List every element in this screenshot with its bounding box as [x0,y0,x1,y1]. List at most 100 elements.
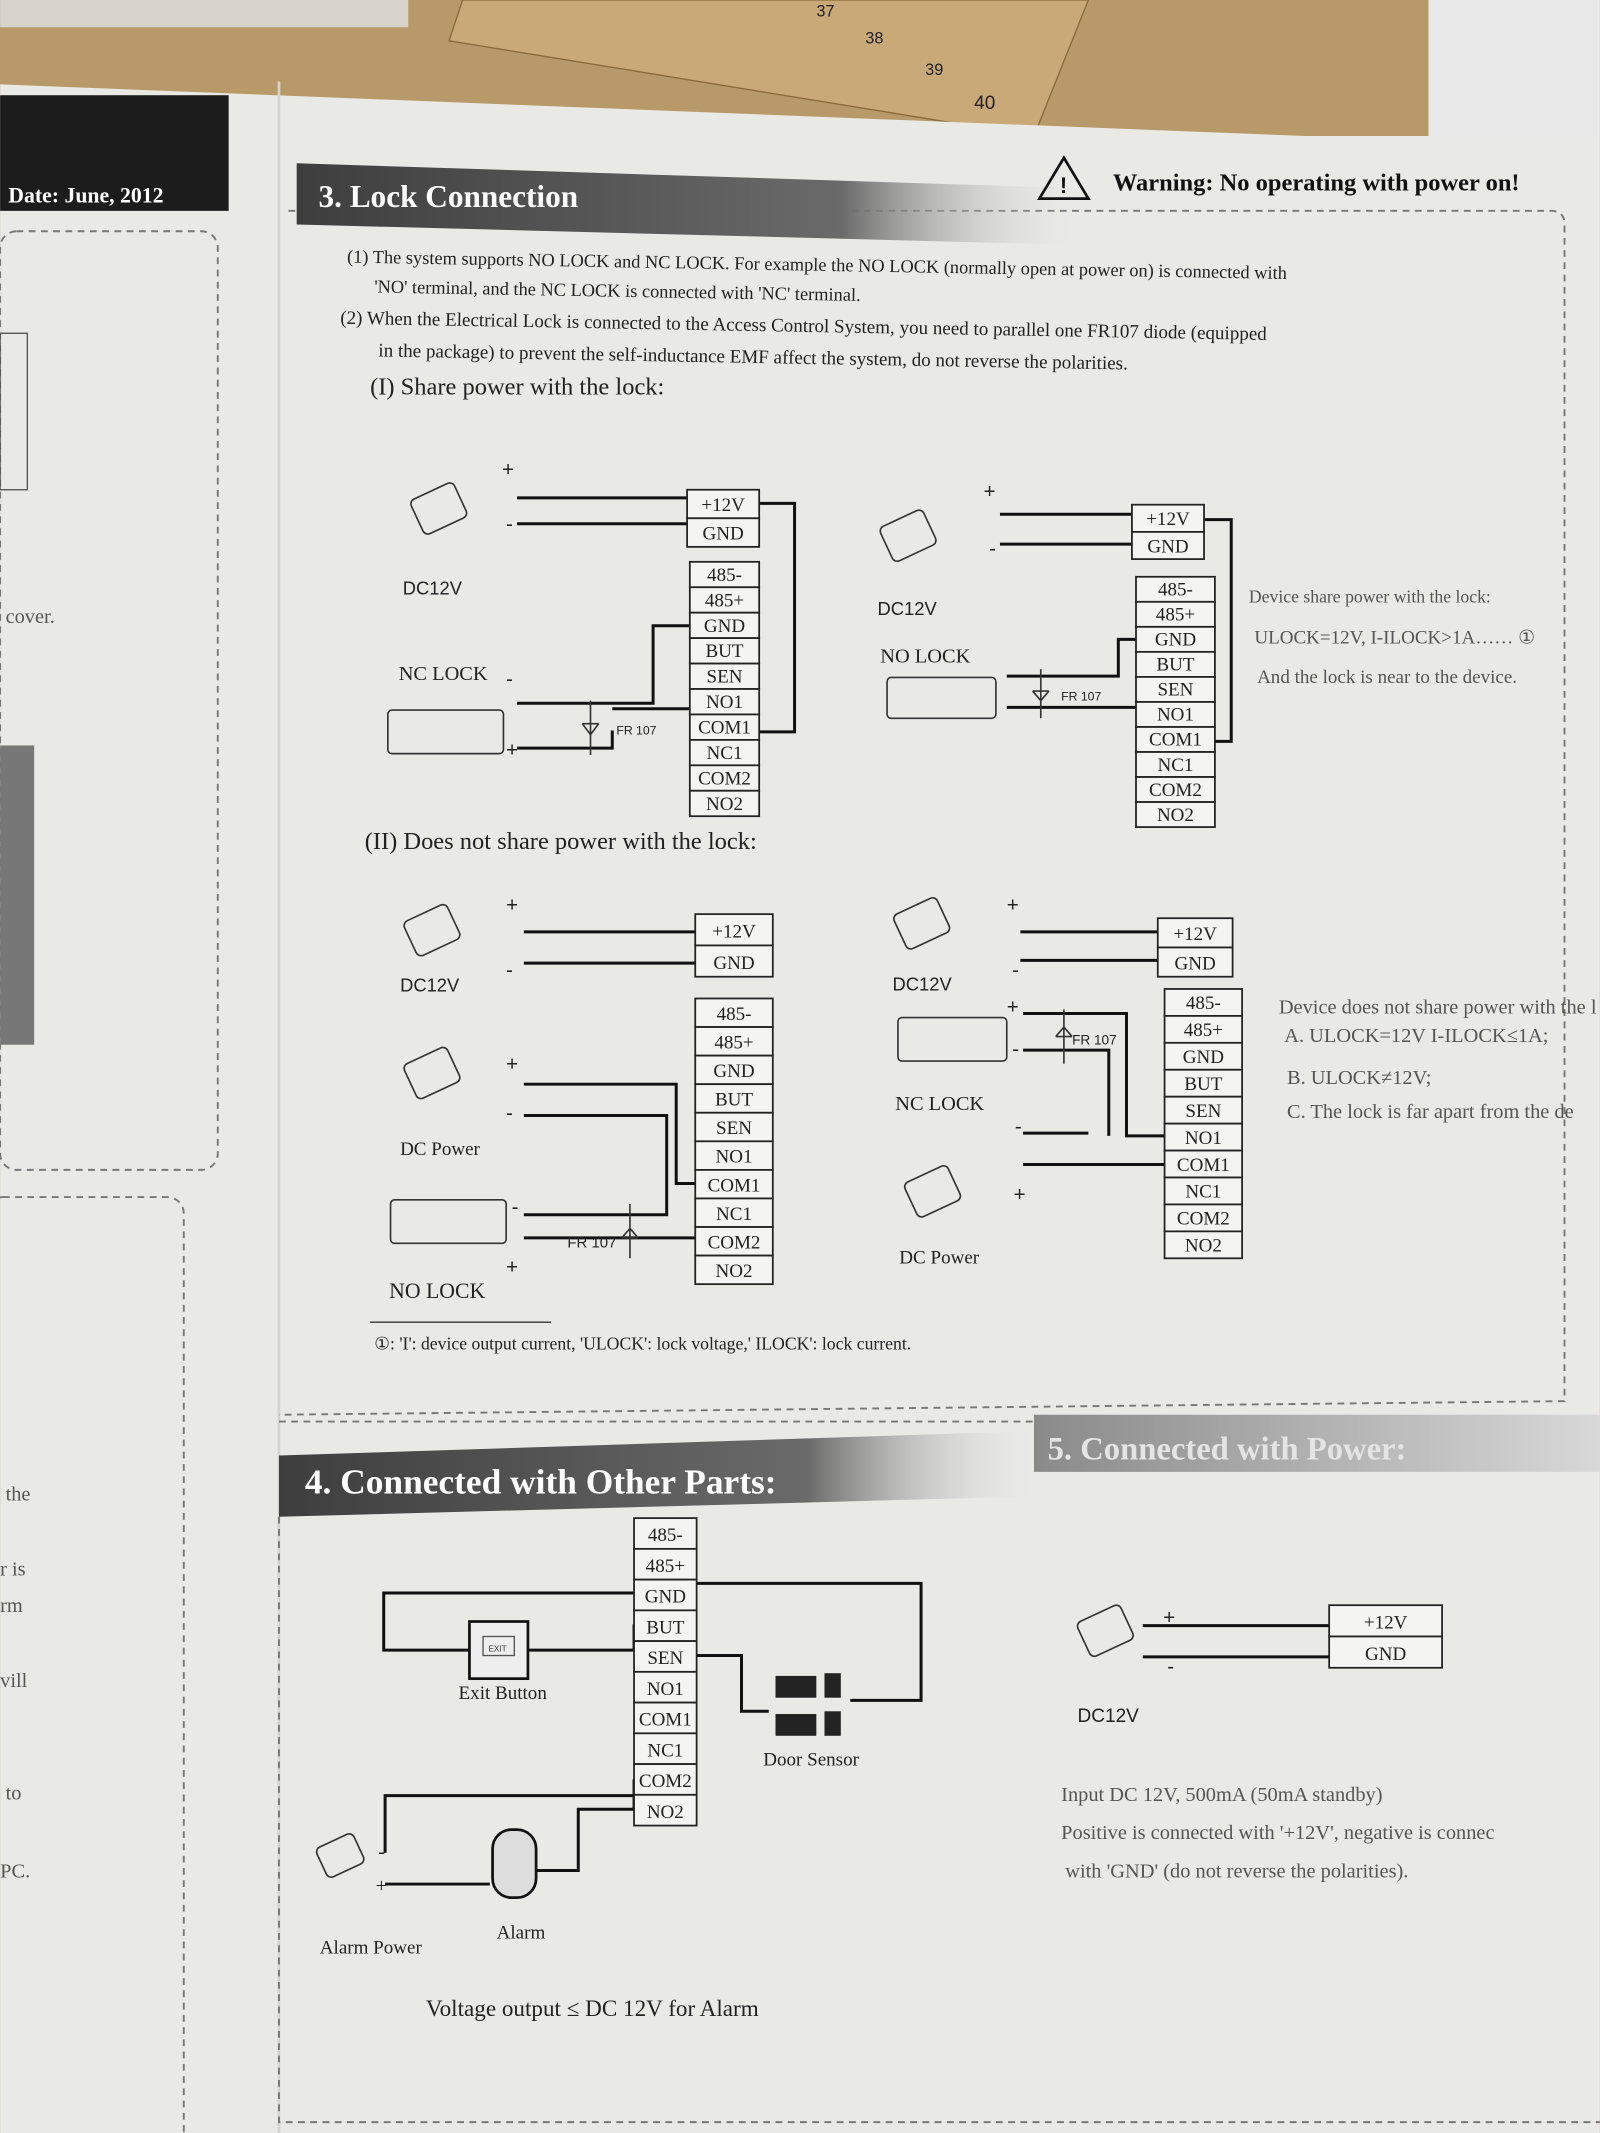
terminal-label: NO1 [716,1147,753,1168]
terminal-cell [694,1054,774,1086]
terminal-cell [1135,801,1216,828]
wires-diagram-d [1020,930,1165,1166]
label-no-lock: NO LOCK [389,1279,485,1303]
terminal-label: BUT [646,1617,684,1638]
terminal-label: COM1 [639,1710,692,1731]
terminal-label: GND [1147,536,1188,557]
svg-text:-: - [989,538,996,560]
terminal-label: 485- [1158,580,1193,601]
power-adapter-icon [893,897,951,950]
terminal-label: 485- [648,1525,683,1546]
svg-text:-: - [1012,1039,1019,1061]
terminal-label: NO1 [1157,705,1194,726]
terminal-label: NC1 [707,743,743,764]
terminal-label: SEN [647,1648,683,1669]
wires-diagram-a [517,496,797,750]
svg-text:+: + [984,481,996,503]
svg-text:39: 39 [925,61,943,79]
svg-text:-: - [1012,960,1019,982]
terminal-label: +12V [712,922,756,943]
door-sensor-icon [775,1673,841,1736]
svg-text:37: 37 [816,2,834,20]
terminal-label: 485- [717,1004,752,1025]
section3-border [278,209,1566,1416]
terminal-cell [688,789,761,818]
warning-text: Warning: No operating with power on! [1113,169,1520,196]
terminal-label: GND [1155,630,1196,651]
terminal-label: COM1 [708,1175,761,1196]
svg-text:ULOCK=12V, I-ILOCK>1A…… ①: ULOCK=12V, I-ILOCK>1A…… ① [1254,627,1535,648]
power-adapter-icon [315,1833,365,1878]
terminal-label: BUT [1156,655,1194,676]
svg-text:A. ULOCK=12V I-ILOCK≤1A;: A. ULOCK=12V I-ILOCK≤1A; [1284,1025,1548,1047]
terminal-cell [1163,1015,1243,1044]
power-adapter-icon [879,509,937,563]
no-share-note: Device does not share power with the l A… [1279,996,1597,1123]
svg-text:+: + [376,1875,388,1897]
terminal-label: NC1 [716,1204,752,1225]
terminal-label: GND [704,616,745,637]
svg-text:(I) Share power with the lock:: (I) Share power with the lock: [370,373,664,400]
svg-text:the: the [6,1483,31,1505]
terminal-cell [1156,946,1234,978]
terminal-label: 485- [1186,993,1221,1014]
svg-text:B. ULOCK≠12V;: B. ULOCK≠12V; [1287,1067,1432,1089]
voltage-note: Voltage output ≤ DC 12V for Alarm [426,1996,759,2022]
terminal-label: BUT [1184,1074,1222,1095]
terminal-label: COM1 [1177,1155,1230,1176]
terminal-label: GND [1175,953,1216,974]
terminal-label: +12V [1146,509,1190,530]
label-door-sensor: Door Sensor [763,1750,859,1771]
terminal-cell [1163,1122,1243,1152]
section5-title: 5. Connected with Power: [1048,1432,1407,1468]
terminal-label: 485+ [1156,605,1195,626]
terminal-label: NO1 [706,692,743,713]
terminal-cell [1163,1203,1243,1233]
terminal-cell [686,517,761,548]
label-diode: FR 107 [1061,690,1101,704]
terminal-cell [694,1254,774,1286]
share-note: Device share power with the lock: ULOCK=… [1249,587,1535,688]
terminal-cell [694,1026,774,1057]
terminal-label: COM2 [698,768,751,789]
wires-section5 [1142,1624,1330,1659]
terminal-cell [1328,1635,1443,1669]
label-alarm: Alarm [497,1922,546,1943]
terminal-label: NC1 [1185,1182,1221,1203]
svg-text:+: + [506,1256,518,1278]
terminal-cell [694,944,774,978]
terminal-label: COM2 [708,1232,761,1253]
terminal-label: GND [703,524,744,545]
label-dc12v: DC12V [403,577,463,598]
terminal-label: 485+ [646,1556,685,1577]
label-nc-lock: NC LOCK [399,663,488,685]
terminal-cell [1135,575,1216,603]
label-dc-power: DC Power [899,1248,979,1269]
white-object [1428,0,1600,137]
grey-block [0,745,35,1045]
left-box-bottom [0,1196,185,2133]
diode-icon [1055,1009,1073,1064]
terminal-label: COM1 [1149,730,1202,751]
terminal-cell [633,1640,698,1673]
terminal-cell [1163,988,1243,1017]
svg-text:Device share power with the lo: Device share power with the lock: [1249,587,1491,607]
svg-text:-: - [378,1841,385,1863]
diode-icon [1031,669,1050,719]
terminal-cell [688,611,761,640]
warning-icon: ! [1037,155,1091,200]
terminal-label: SEN [1157,680,1193,701]
svg-text:-: - [512,1196,519,1218]
terminal-cell [694,1169,774,1200]
terminal-label: +12V [1364,1613,1408,1634]
terminal-cell [1163,1041,1243,1071]
electric-lock-icon [389,1198,507,1245]
terminal-label: COM2 [639,1771,692,1792]
